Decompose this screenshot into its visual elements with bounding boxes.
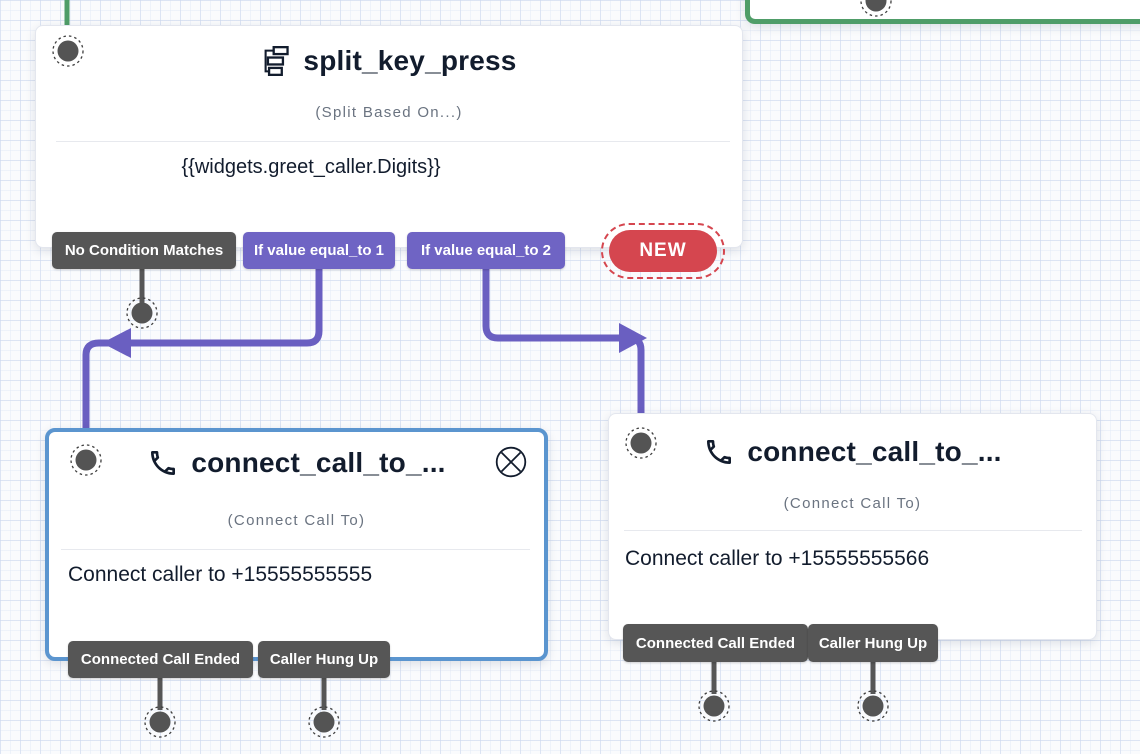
transition-right-caller-hung-up[interactable]: Caller Hung Up xyxy=(808,624,938,662)
new-button-label: NEW xyxy=(609,230,717,272)
arrowhead-right xyxy=(619,323,647,353)
widget-title: split_key_press xyxy=(303,45,517,76)
divider xyxy=(624,530,1082,531)
close-icon[interactable] xyxy=(495,446,527,478)
widget-connect-call-right[interactable]: connect_call_to_... (Connect Call To) Co… xyxy=(608,413,1097,640)
widget-split-key-press[interactable]: split_key_press (Split Based On...) {{wi… xyxy=(35,25,743,248)
widget-value: Connect caller to +15555555555 xyxy=(68,563,373,586)
connector-dot[interactable] xyxy=(857,690,889,722)
widget-value: {{widgets.greet_caller.Digits}} xyxy=(181,156,441,178)
transition-if-value-equal-to-1[interactable]: If value equal_to 1 xyxy=(243,232,395,269)
widget-value: Connect caller to +15555555566 xyxy=(625,547,930,570)
arrowhead-left xyxy=(102,328,131,358)
widget-partial-green[interactable] xyxy=(745,0,1140,24)
transition-line-equal-to-1 xyxy=(82,262,323,452)
widget-header: connect_call_to_... xyxy=(609,431,1096,473)
connector-dot[interactable] xyxy=(126,297,158,329)
widget-header: connect_call_to_... xyxy=(49,442,544,484)
divider xyxy=(61,549,530,550)
new-transition-button[interactable]: NEW xyxy=(601,223,725,279)
connector-dot[interactable] xyxy=(308,706,340,738)
transition-right-connected-call-ended[interactable]: Connected Call Ended xyxy=(623,624,808,662)
phone-icon xyxy=(707,440,732,464)
divider xyxy=(56,141,730,142)
widget-subtitle: (Connect Call To) xyxy=(227,512,366,529)
transition-if-value-equal-to-2[interactable]: If value equal_to 2 xyxy=(407,232,565,269)
transition-no-condition-matches[interactable]: No Condition Matches xyxy=(52,232,236,269)
widget-title: connect_call_to_... xyxy=(191,447,446,478)
widget-subtitle: (Split Based On...) xyxy=(315,104,463,121)
widget-subtitle: (Connect Call To) xyxy=(783,495,922,512)
widget-header: split_key_press xyxy=(36,40,742,82)
phone-icon xyxy=(151,451,176,475)
transition-left-caller-hung-up[interactable]: Caller Hung Up xyxy=(258,641,390,678)
connector-dot[interactable] xyxy=(144,706,176,738)
transition-left-connected-call-ended[interactable]: Connected Call Ended xyxy=(68,641,253,678)
split-icon xyxy=(264,46,290,76)
widget-title: connect_call_to_... xyxy=(747,436,1002,467)
connector-dot[interactable] xyxy=(698,690,730,722)
widget-connect-call-left[interactable]: connect_call_to_... (Connect Call To) Co… xyxy=(45,428,548,661)
